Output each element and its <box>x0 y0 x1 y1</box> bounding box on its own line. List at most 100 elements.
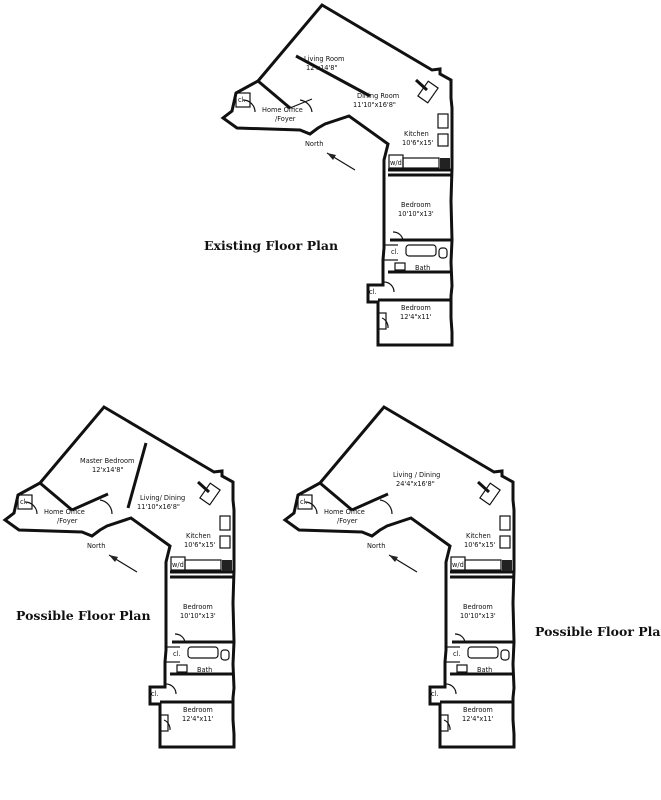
foyer-closet <box>297 494 313 510</box>
kitchen-sink <box>219 515 231 531</box>
living-dining-divider <box>295 54 371 98</box>
door-swing <box>299 99 313 113</box>
room-label: /Foyer <box>337 517 358 525</box>
door-swing <box>445 683 457 695</box>
possible-plan-caption-left: Possible Floor Plan <box>16 608 151 623</box>
foyer-closet <box>17 494 33 510</box>
kitchen-fridge <box>502 560 512 571</box>
room-dimensions: 12'x14'8" <box>306 64 338 72</box>
sink <box>394 262 406 271</box>
wd-label: w/d <box>452 561 464 569</box>
room-label: Bedroom <box>183 706 213 714</box>
kitchen-fridge <box>440 158 450 169</box>
existing-floor-plan: Living Room 12'x14'8" Dining Room 11'10"… <box>220 3 454 347</box>
toilet <box>500 649 510 661</box>
room-label: Home Office <box>324 508 365 516</box>
room-label: Dining Room <box>357 92 399 100</box>
north-label: North <box>87 542 105 550</box>
wd-label: w/d <box>172 561 184 569</box>
master-living-divider <box>126 442 148 509</box>
washer-dryer <box>388 154 404 169</box>
sink <box>176 664 188 673</box>
room-label: Living Room <box>304 55 344 63</box>
door-swing <box>454 633 466 643</box>
kitchen-wall <box>476 480 491 494</box>
door-swing <box>165 683 177 695</box>
possible-floor-plan-a: Master Bedroom 12'x14'8" Living/ Dining … <box>2 405 236 749</box>
room-dimensions: 10'6"x15' <box>402 139 434 147</box>
room-label: Living/ Dining <box>140 494 185 502</box>
kitchen-counter <box>402 157 440 169</box>
bathtub <box>467 646 499 659</box>
north-arrow-head <box>389 555 398 562</box>
kitchen-island <box>199 482 221 506</box>
door-swing <box>381 317 389 329</box>
room-dimensions: 10'10"x13' <box>460 612 496 620</box>
room-label: Bedroom <box>183 603 213 611</box>
kitchen-counter <box>184 559 222 571</box>
kitchen-sink <box>499 515 511 531</box>
possible-floor-plan-b: Living / Dining 24'4"x16'8" Home Office … <box>282 405 516 749</box>
room-label: /Foyer <box>275 115 296 123</box>
door-swing <box>163 719 171 731</box>
sink <box>456 664 468 673</box>
room-dimensions: 10'6"x15' <box>464 541 496 549</box>
closet-label: cl. <box>173 650 181 658</box>
room-label: Bedroom <box>463 706 493 714</box>
possible-plan-caption-right: Possible Floor Plan <box>535 624 661 639</box>
kitchen-island <box>417 80 439 104</box>
closet-label: cl. <box>431 690 439 698</box>
room-dimensions: 11'10"x16'8" <box>353 101 396 109</box>
office-divider <box>319 481 353 512</box>
washer-dryer <box>450 556 466 571</box>
door-swing <box>392 231 404 241</box>
kitchen-fridge <box>222 560 232 571</box>
door-swing <box>174 633 186 643</box>
door-swing <box>242 99 256 113</box>
room-dimensions: 12'4"x11' <box>462 715 494 723</box>
north-arrow-head <box>109 555 118 562</box>
door-swing <box>304 501 318 515</box>
room-label: Bath <box>477 666 492 674</box>
room-dimensions: 11'10"x16'8" <box>137 503 180 511</box>
room-dimensions: 10'10"x13' <box>180 612 216 620</box>
closet-label: cl. <box>300 498 308 506</box>
room-label: Kitchen <box>466 532 491 540</box>
toilet <box>438 247 448 259</box>
north-label: North <box>367 542 385 550</box>
door-swing <box>383 281 395 293</box>
office-divider <box>39 481 73 512</box>
closet-label: cl. <box>453 650 461 658</box>
bathtub <box>405 244 437 257</box>
office-divider <box>71 492 109 512</box>
office-divider <box>257 79 291 110</box>
room-label: Kitchen <box>186 532 211 540</box>
room-label: Bath <box>415 264 430 272</box>
kitchen-stove <box>499 535 511 549</box>
room-dimensions: 10'10"x13' <box>398 210 434 218</box>
closet-label: cl. <box>151 690 159 698</box>
north-arrow-head <box>327 153 336 160</box>
kitchen-wall <box>414 78 429 92</box>
room-dimensions: 10'6"x15' <box>184 541 216 549</box>
room-label: Master Bedroom <box>80 457 134 465</box>
kitchen-wall <box>196 480 211 494</box>
door-swing <box>99 499 113 515</box>
bedroom2-closet <box>159 714 169 732</box>
bathtub <box>187 646 219 659</box>
kitchen-sink <box>437 113 449 129</box>
closet-label: cl. <box>20 498 28 506</box>
closet-label: cl. <box>369 288 377 296</box>
room-label: /Foyer <box>57 517 78 525</box>
wd-label: w/d <box>390 159 402 167</box>
toilet <box>220 649 230 661</box>
washer-dryer <box>170 556 186 571</box>
door-swing <box>379 499 393 515</box>
kitchen-stove <box>437 133 449 147</box>
room-dimensions: 12'4"x11' <box>182 715 214 723</box>
room-label: Bath <box>197 666 212 674</box>
room-label: Bedroom <box>401 201 431 209</box>
room-dimensions: 12'x14'8" <box>92 466 124 474</box>
room-label: Living / Dining <box>393 471 440 479</box>
